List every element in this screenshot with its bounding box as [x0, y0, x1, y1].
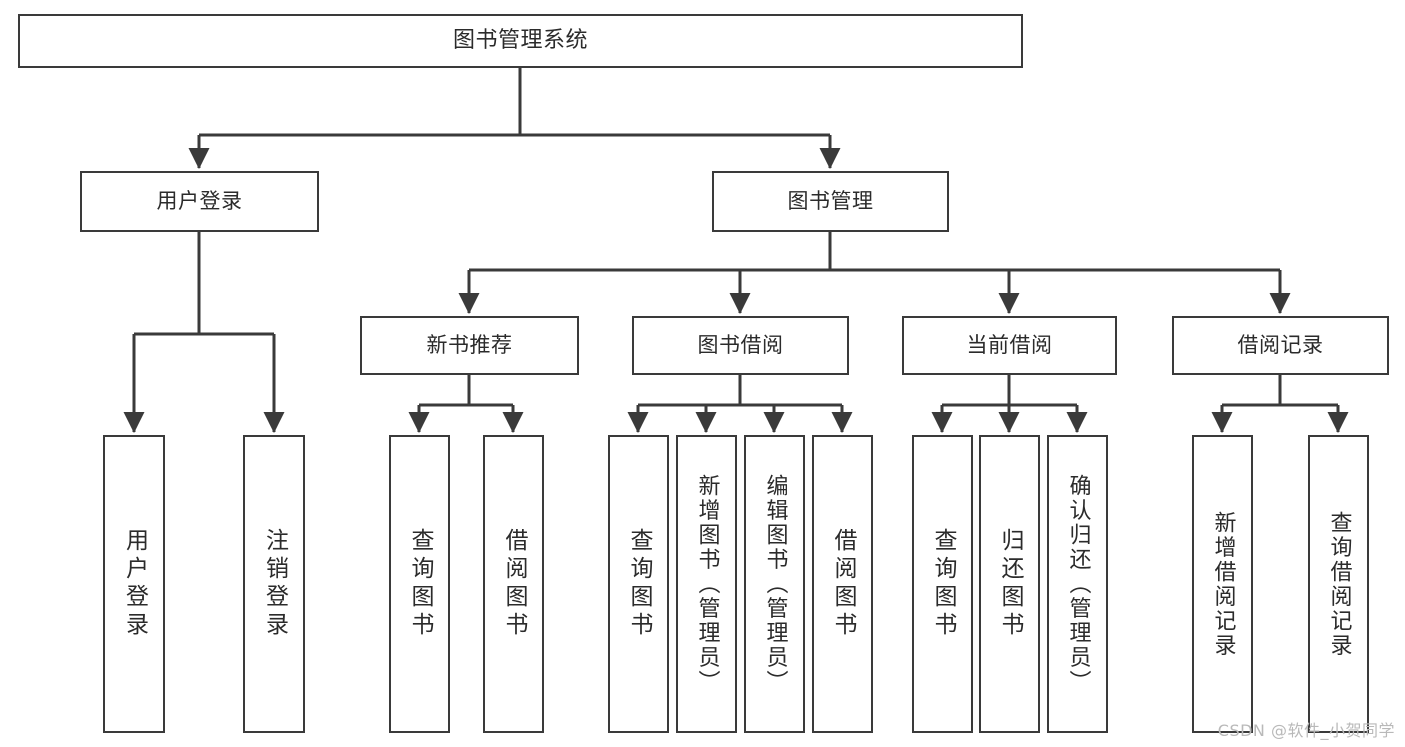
node-leaf-return-book-label: 归还图书: [997, 528, 1023, 640]
node-leaf-confirm-return[interactable]: 确认归还（管理员）: [1047, 435, 1108, 733]
node-user-login-label: 用户登录: [156, 188, 243, 213]
node-leaf-user-login[interactable]: 用户登录: [103, 435, 165, 733]
node-leaf-add-record-label: 新增借阅记录: [1210, 510, 1236, 658]
node-leaf-query-book-2-label: 查询图书: [626, 528, 652, 640]
node-leaf-user-logout-label: 注销登录: [261, 528, 288, 640]
node-borrow-record[interactable]: 借阅记录: [1172, 316, 1389, 375]
node-leaf-return-book[interactable]: 归还图书: [979, 435, 1040, 733]
node-borrow-record-label: 借阅记录: [1237, 332, 1324, 357]
node-leaf-query-book-2[interactable]: 查询图书: [608, 435, 669, 733]
node-leaf-query-record-label: 查询借阅记录: [1326, 510, 1352, 658]
watermark-text: CSDN @软件_小贺同学: [1217, 721, 1395, 740]
node-book-borrow-label: 图书借阅: [697, 332, 784, 357]
node-leaf-edit-book-label: 编辑图书（管理员）: [762, 473, 788, 695]
node-leaf-edit-book[interactable]: 编辑图书（管理员）: [744, 435, 805, 733]
node-current-borrow-label: 当前借阅: [966, 332, 1053, 357]
node-leaf-query-book-1-label: 查询图书: [407, 528, 433, 640]
node-leaf-user-login-label: 用户登录: [121, 528, 148, 640]
node-leaf-borrow-book-1[interactable]: 借阅图书: [483, 435, 544, 733]
node-leaf-borrow-book-2[interactable]: 借阅图书: [812, 435, 873, 733]
node-leaf-query-book-1[interactable]: 查询图书: [389, 435, 450, 733]
node-leaf-user-logout[interactable]: 注销登录: [243, 435, 305, 733]
node-leaf-query-book-3-label: 查询图书: [930, 528, 956, 640]
node-leaf-confirm-return-label: 确认归还（管理员）: [1065, 473, 1091, 695]
node-book-borrow[interactable]: 图书借阅: [632, 316, 849, 375]
node-user-login[interactable]: 用户登录: [80, 171, 319, 232]
node-new-book-rec[interactable]: 新书推荐: [360, 316, 579, 375]
node-book-manage-label: 图书管理: [787, 188, 874, 213]
node-leaf-add-record[interactable]: 新增借阅记录: [1192, 435, 1253, 733]
node-leaf-borrow-book-1-label: 借阅图书: [501, 528, 527, 640]
node-leaf-borrow-book-2-label: 借阅图书: [830, 528, 856, 640]
node-leaf-query-book-3[interactable]: 查询图书: [912, 435, 973, 733]
node-current-borrow[interactable]: 当前借阅: [902, 316, 1117, 375]
node-leaf-query-record[interactable]: 查询借阅记录: [1308, 435, 1369, 733]
node-root[interactable]: 图书管理系统: [18, 14, 1023, 68]
node-root-label: 图书管理系统: [452, 28, 588, 54]
node-book-manage[interactable]: 图书管理: [712, 171, 949, 232]
node-leaf-add-book[interactable]: 新增图书（管理员）: [676, 435, 737, 733]
node-leaf-add-book-label: 新增图书（管理员）: [694, 473, 720, 695]
node-new-book-rec-label: 新书推荐: [426, 332, 513, 357]
